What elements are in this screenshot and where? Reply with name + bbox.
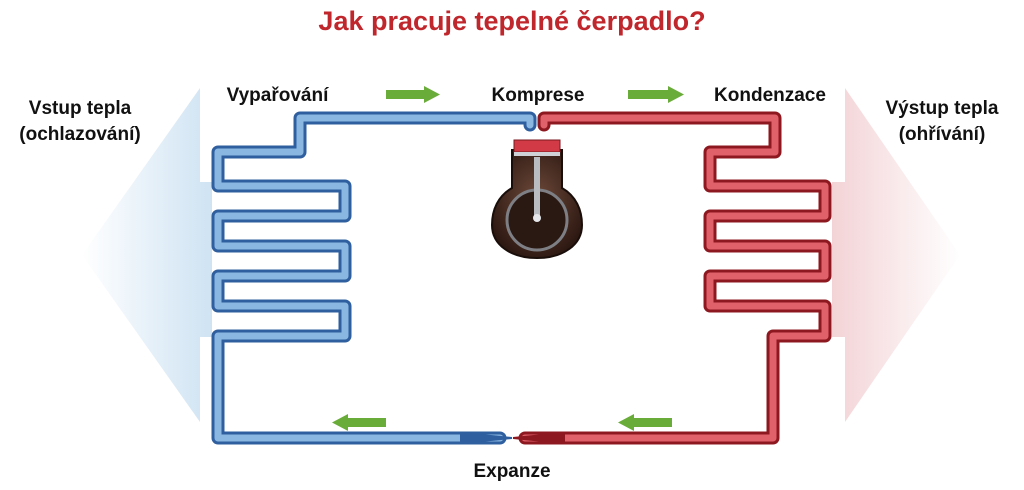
flow-arrow-top-right — [628, 86, 684, 103]
hot-pipe — [518, 111, 832, 445]
compressor-icon — [490, 139, 584, 260]
cold-side-arrow — [82, 88, 212, 422]
diagram-title: Jak pracuje tepelné čerpadlo? — [318, 6, 706, 36]
heat-output-line2: (ohřívání) — [898, 124, 986, 145]
expansion-label: Expanze — [473, 461, 551, 482]
compression-label: Komprese — [491, 85, 585, 106]
cold-pipe — [211, 111, 537, 445]
heat-output-label: Výstup tepla (ohřívání) — [862, 96, 1022, 148]
flow-arrow-bottom-right — [618, 414, 672, 431]
expansion-valve — [460, 432, 512, 444]
evaporation-label: Vypařování — [226, 85, 329, 106]
heat-output-line1: Výstup tepla — [885, 98, 999, 119]
heat-input-label: Vstup tepla (ochlazování) — [0, 96, 160, 148]
expansion-valve-hot — [513, 432, 565, 444]
condensation-label: Kondenzace — [714, 85, 826, 106]
hot-side-arrow — [832, 88, 960, 422]
flow-arrow-bottom-left — [332, 414, 386, 431]
heat-input-line1: Vstup tepla — [28, 98, 132, 119]
flow-arrow-top-left — [386, 86, 440, 103]
heat-input-line2: (ochlazování) — [19, 124, 141, 145]
